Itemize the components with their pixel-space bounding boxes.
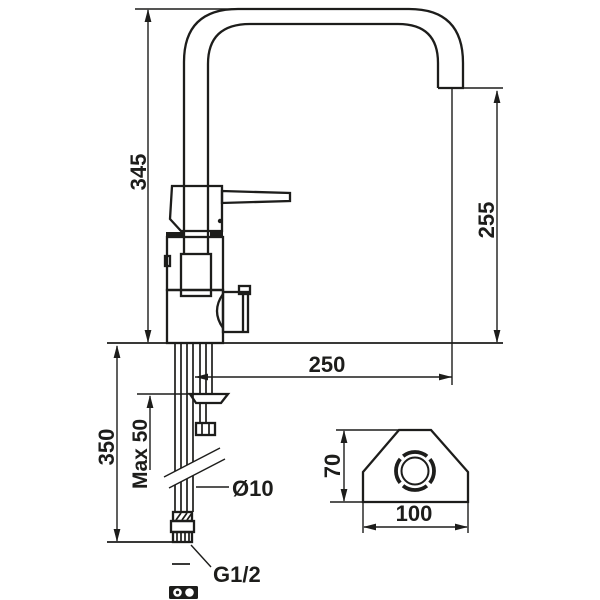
mounting-hole-outer [394, 450, 436, 492]
dimension-total-height: 345 [126, 8, 240, 343]
connector-icon [169, 586, 198, 599]
dimension-base-depth: 70 [320, 429, 399, 503]
faucet-spout-outline [182, 7, 465, 254]
dimension-base-width: 100 [362, 501, 469, 533]
faucet-side-outlet [215, 284, 252, 334]
dimension-reach: 250 [195, 352, 452, 381]
label-thread-size: G1/2 [190, 544, 261, 587]
dim-label-350: 350 [94, 429, 119, 466]
faucet-body-outline [163, 184, 292, 345]
dim-label-max50: Max 50 [129, 419, 152, 489]
dim-label-70: 70 [320, 454, 345, 478]
dim-label-100: 100 [396, 501, 433, 526]
dimension-below-deck: 350 [94, 345, 121, 542]
thread-fitting [169, 510, 196, 544]
dimension-outlet-height: 255 [451, 87, 503, 385]
mounting-hole-inner [400, 456, 430, 486]
base-footprint-view [361, 428, 470, 504]
dim-label-d10: Ø10 [232, 476, 274, 501]
dimension-max-deck: Max 50 [129, 393, 228, 489]
dim-label-250: 250 [309, 352, 346, 377]
label-pipe-diameter: Ø10 [196, 476, 274, 501]
dim-label-255: 255 [474, 202, 499, 239]
dim-label-g12: G1/2 [213, 562, 261, 587]
dim-label-345: 345 [126, 154, 151, 191]
faucet-handle-lever [220, 189, 292, 205]
